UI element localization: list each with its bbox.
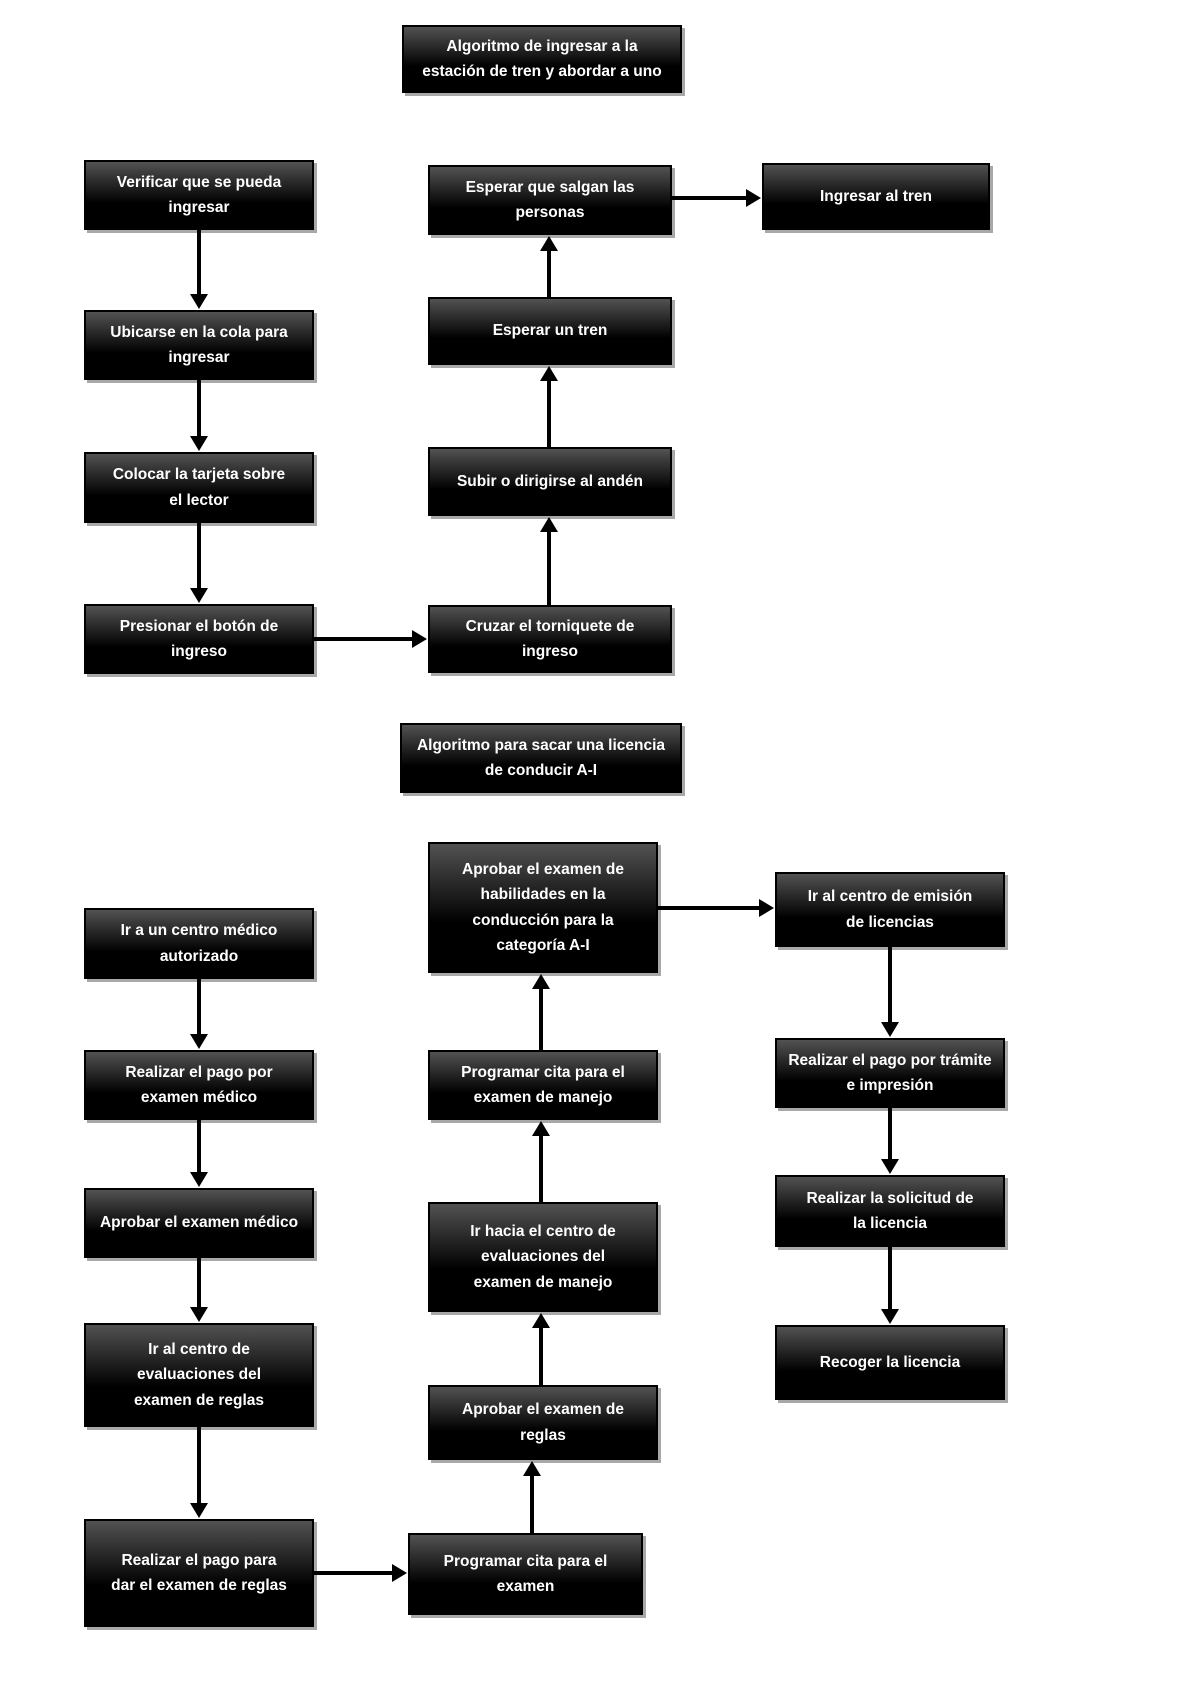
arrow-up-icon xyxy=(523,1461,541,1533)
arrowhead-icon xyxy=(190,1034,208,1049)
chart1-title: Algoritmo de ingresar a la estación de t… xyxy=(402,25,682,93)
arrowhead-icon xyxy=(532,1313,550,1328)
node-subir-anden: Subir o dirigirse al andén xyxy=(428,447,672,516)
arrowhead-icon xyxy=(881,1159,899,1174)
arrowhead-icon xyxy=(540,236,558,251)
arrowhead-icon xyxy=(540,366,558,381)
node-cita-examen: Programar cita para el examen xyxy=(408,1533,643,1615)
node-colocar-tarjeta: Colocar la tarjeta sobre el lector xyxy=(84,452,314,523)
arrow-down-icon xyxy=(190,230,208,309)
arrowhead-icon xyxy=(190,1503,208,1518)
arrowhead-icon xyxy=(190,1172,208,1187)
arrowhead-icon xyxy=(190,294,208,309)
arrowhead-icon xyxy=(540,517,558,532)
arrow-down-icon xyxy=(190,1258,208,1322)
arrowhead-icon xyxy=(532,974,550,989)
arrow-right-icon xyxy=(672,189,761,207)
arrowhead-icon xyxy=(759,899,774,917)
arrow-down-icon xyxy=(190,979,208,1049)
node-esperar-personas: Esperar que salgan las personas xyxy=(428,165,672,235)
arrow-up-icon xyxy=(540,366,558,447)
arrowhead-icon xyxy=(881,1022,899,1037)
arrowhead-icon xyxy=(190,436,208,451)
node-centro-medico: Ir a un centro médico autorizado xyxy=(84,908,314,979)
node-pago-examen-medico: Realizar el pago por examen médico xyxy=(84,1050,314,1120)
node-ubicarse-cola: Ubicarse en la cola para ingresar xyxy=(84,310,314,380)
arrowhead-icon xyxy=(746,189,761,207)
arrow-up-icon xyxy=(540,236,558,297)
arrow-down-icon xyxy=(881,1247,899,1324)
arrowhead-icon xyxy=(523,1461,541,1476)
arrow-up-icon xyxy=(532,974,550,1050)
node-cita-manejo: Programar cita para el examen de manejo xyxy=(428,1050,658,1120)
node-aprobar-reglas: Aprobar el examen de reglas xyxy=(428,1385,658,1460)
chart2-title: Algoritmo para sacar una licencia de con… xyxy=(400,723,682,793)
arrowhead-icon xyxy=(190,1307,208,1322)
node-cruzar-torniquete: Cruzar el torniquete de ingreso xyxy=(428,605,672,673)
arrow-right-icon xyxy=(658,899,774,917)
arrow-down-icon xyxy=(881,947,899,1037)
arrow-down-icon xyxy=(190,1120,208,1187)
node-pago-tramite: Realizar el pago por trámite e impresión xyxy=(775,1038,1005,1108)
node-aprobar-habilidades: Aprobar el examen de habilidades en la c… xyxy=(428,842,658,973)
arrowhead-icon xyxy=(532,1121,550,1136)
arrowhead-icon xyxy=(412,630,427,648)
node-presionar-boton: Presionar el botón de ingreso xyxy=(84,604,314,674)
node-ingresar-tren: Ingresar al tren xyxy=(762,163,990,230)
node-centro-manejo: Ir hacia el centro de evaluaciones del e… xyxy=(428,1202,658,1312)
arrow-down-icon xyxy=(881,1108,899,1174)
node-pago-reglas: Realizar el pago para dar el examen de r… xyxy=(84,1519,314,1627)
arrow-up-icon xyxy=(540,517,558,605)
arrow-up-icon xyxy=(532,1121,550,1202)
node-solicitud-licencia: Realizar la solicitud de la licencia xyxy=(775,1175,1005,1247)
arrow-down-icon xyxy=(190,380,208,451)
node-esperar-tren: Esperar un tren xyxy=(428,297,672,365)
arrowhead-icon xyxy=(392,1564,407,1582)
node-centro-reglas: Ir al centro de evaluaciones del examen … xyxy=(84,1323,314,1427)
arrow-down-icon xyxy=(190,523,208,603)
arrow-up-icon xyxy=(532,1313,550,1385)
arrowhead-icon xyxy=(881,1309,899,1324)
arrow-right-icon xyxy=(314,630,427,648)
node-verificar-ingreso: Verificar que se pueda ingresar xyxy=(84,160,314,230)
arrow-right-icon xyxy=(314,1564,407,1582)
node-centro-emision: Ir al centro de emisión de licencias xyxy=(775,872,1005,947)
arrow-down-icon xyxy=(190,1427,208,1518)
arrowhead-icon xyxy=(190,588,208,603)
node-recoger-licencia: Recoger la licencia xyxy=(775,1325,1005,1400)
node-aprobar-medico: Aprobar el examen médico xyxy=(84,1188,314,1258)
